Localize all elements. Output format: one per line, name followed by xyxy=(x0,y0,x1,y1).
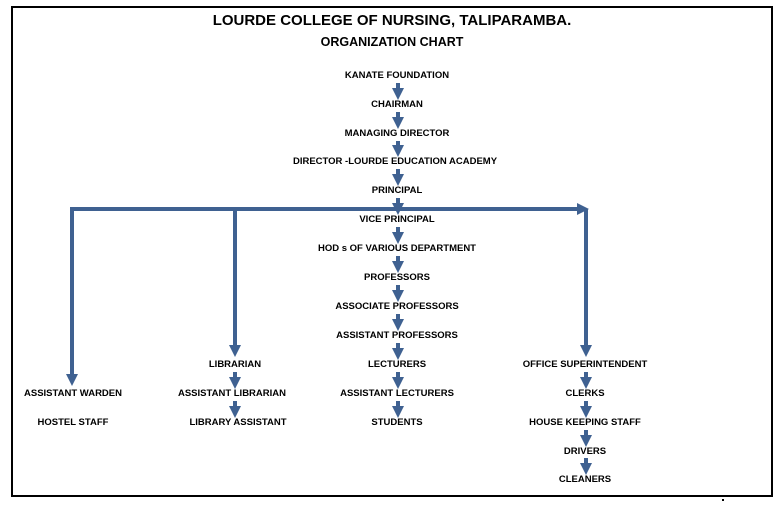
chart-frame xyxy=(11,6,773,497)
node-director-academy: DIRECTOR -LOURDE EDUCATION ACADEMY xyxy=(292,156,498,167)
node-principal: PRINCIPAL xyxy=(371,185,423,196)
node-assistant-lecturers: ASSISTANT LECTURERS xyxy=(340,388,454,399)
node-vice-principal: VICE PRINCIPAL xyxy=(359,214,435,225)
node-kanate-foundation: KANATE FOUNDATION xyxy=(344,70,450,81)
node-associate-professors: ASSOCIATE PROFESSORS xyxy=(335,301,459,312)
node-chairman: CHAIRMAN xyxy=(371,99,423,110)
chart-subtitle: ORGANIZATION CHART xyxy=(320,35,464,49)
chart-title: LOURDE COLLEGE OF NURSING, TALIPARAMBA. xyxy=(212,12,572,29)
node-house-keeping-staff: HOUSE KEEPING STAFF xyxy=(529,417,641,428)
node-drivers: DRIVERS xyxy=(563,446,607,457)
node-managing-director: MANAGING DIRECTOR xyxy=(344,128,450,139)
node-librarian: LIBRARIAN xyxy=(208,359,262,370)
node-assistant-professors: ASSISTANT PROFESSORS xyxy=(336,330,458,341)
node-assistant-warden: ASSISTANT WARDEN xyxy=(24,388,122,399)
node-clerks: CLERKS xyxy=(565,388,605,399)
stray-dot xyxy=(722,499,724,501)
node-hods: HOD s OF VARIOUS DEPARTMENT xyxy=(318,243,476,254)
node-cleaners: CLEANERS xyxy=(558,474,612,485)
node-office-superintendent: OFFICE SUPERINTENDENT xyxy=(522,359,648,370)
node-hostel-staff: HOSTEL STAFF xyxy=(37,417,109,428)
node-professors: PROFESSORS xyxy=(364,272,430,283)
node-library-assistant: LIBRARY ASSISTANT xyxy=(189,417,287,428)
node-students: STUDENTS xyxy=(371,417,423,428)
node-assistant-librarian: ASSISTANT LIBRARIAN xyxy=(177,388,287,399)
node-lecturers: LECTURERS xyxy=(367,359,427,370)
